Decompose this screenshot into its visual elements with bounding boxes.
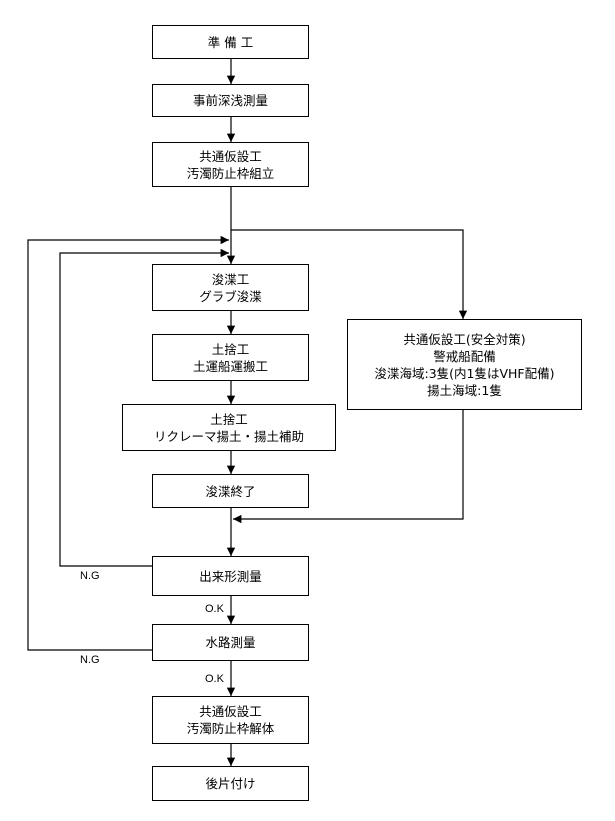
safety-return	[233, 410, 464, 524]
step-temp-setup: 共通仮設工 汚濁防止枠組立	[152, 142, 309, 187]
step-form-survey-label: 出来形測量	[199, 568, 262, 584]
step-channel-survey-label: 水路測量	[205, 635, 256, 650]
step-soil-transport: 土捨工 土運船運搬工	[152, 334, 309, 381]
ng-label-channel-survey: N.G	[80, 654, 100, 666]
step-temp-removal-line2: 汚濁防止枠解体	[186, 721, 275, 736]
step-dredging-line2: グラブ浚渫	[199, 288, 262, 304]
step-temp-removal-line1: 共通仮設工	[199, 704, 262, 719]
step-preparation-label: 準 備 工	[207, 34, 254, 50]
step-dredge-end: 浚渫終了	[152, 474, 309, 508]
step-safety-line3: 浚渫海域:3隻(内1隻はVHF配備)	[374, 365, 555, 381]
step-safety-line2: 警戒船配備	[433, 348, 496, 364]
step-soil-transport-line2: 土運船運搬工	[192, 358, 268, 374]
step-temp-setup-line1: 共通仮設工	[199, 148, 262, 164]
step-pre-survey-label: 事前深浅測量	[192, 93, 268, 108]
step-temp-removal: 共通仮設工 汚濁防止枠解体	[152, 696, 309, 744]
branch-to-safety	[231, 229, 468, 319]
step-pre-survey: 事前深浅測量	[152, 84, 309, 117]
step-dredge-end-label: 浚渫終了	[205, 483, 256, 499]
ng-loop-form-survey	[59, 248, 229, 567]
step-safety-line1: 共通仮設工(安全対策)	[403, 331, 526, 347]
step-preparation: 準 備 工	[152, 25, 309, 59]
step-temp-setup-line2: 汚濁防止枠組立	[186, 165, 275, 181]
step-soil-reclaim-line2: リクレーマ揚土・揚土補助	[153, 428, 304, 444]
step-dredging: 浚渫工 グラブ浚渫	[152, 264, 309, 311]
step-cleanup-label: 後片付け	[205, 776, 256, 791]
step-soil-reclaim: 土捨工 リクレーマ揚土・揚土補助	[122, 404, 336, 451]
ng-loop-channel-survey	[27, 235, 229, 651]
ok-label-channel-survey: O.K	[205, 673, 224, 685]
step-channel-survey: 水路測量	[152, 624, 309, 661]
ok-label-form-survey: O.K	[205, 603, 224, 615]
step-soil-transport-line1: 土捨工	[211, 341, 250, 357]
step-form-survey: 出来形測量	[152, 556, 309, 596]
step-safety-measures: 共通仮設工(安全対策) 警戒船配備 浚渫海域:3隻(内1隻はVHF配備) 揚土海…	[347, 319, 582, 410]
step-soil-reclaim-line1: 土捨工	[210, 411, 248, 427]
step-cleanup: 後片付け	[152, 766, 309, 801]
step-safety-line4: 揚土海域:1隻	[427, 382, 502, 398]
ng-label-form-survey: N.G	[80, 570, 100, 582]
step-dredging-line1: 浚渫工	[211, 271, 250, 287]
